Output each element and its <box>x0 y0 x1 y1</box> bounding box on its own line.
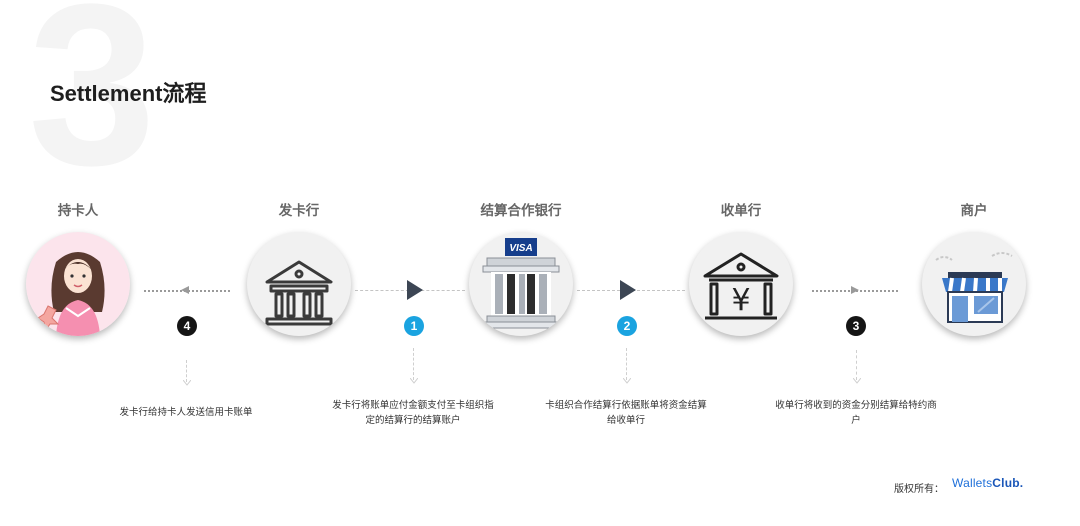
storefront-icon <box>922 232 1026 336</box>
arrow-down-icon <box>183 380 191 386</box>
leader-line <box>856 350 857 380</box>
leader-line <box>186 360 187 382</box>
step-2-description: 卡组织合作结算行依据账单将资金结算给收单行 <box>545 400 707 426</box>
background-step-number: 3 <box>28 0 156 213</box>
step-badge-1: 1 <box>404 316 424 336</box>
step-4-description: 发卡行给持卡人发送信用卡账单 <box>119 407 253 418</box>
arrow-right-icon <box>407 280 423 300</box>
page-title: Settlement流程 <box>50 81 207 106</box>
node-label-merchant: 商户 <box>960 203 988 218</box>
visa-bank-icon: VISA <box>469 232 573 336</box>
copyright-label: 版权所有： <box>894 484 944 495</box>
leader-line <box>413 348 414 380</box>
yen-bank-icon: ¥ <box>689 232 793 336</box>
arrow-down-icon <box>853 378 861 384</box>
leader-line <box>626 348 627 380</box>
node-label-cardholder: 持卡人 <box>57 203 99 218</box>
step-3-description: 收单行将收到的资金分别结算给特约商户 <box>775 400 937 426</box>
arrow-right-small-icon <box>851 286 859 294</box>
logo-text-club: Club. <box>992 476 1024 490</box>
arrow-right-icon <box>620 280 636 300</box>
bank-building-icon <box>247 232 351 336</box>
step-badge-4: 4 <box>177 316 197 336</box>
cardholder-avatar-icon <box>26 232 130 336</box>
node-label-issuer: 发卡行 <box>278 203 320 218</box>
arrow-down-icon <box>410 378 418 384</box>
logo-text-wallets: Wallets <box>952 476 993 490</box>
wallets-club-logo: WalletsClub. <box>952 476 1023 490</box>
step-1-description: 发卡行将账单应付金额支付至卡组织指定的结算行的结算账户 <box>332 400 494 426</box>
node-label-settlement-bank: 结算合作银行 <box>480 203 562 218</box>
arrow-left-icon <box>181 286 189 294</box>
yen-symbol: ¥ <box>731 283 750 318</box>
arrow-down-icon <box>623 378 631 384</box>
step-badge-3: 3 <box>846 316 866 336</box>
step-badge-2: 2 <box>617 316 637 336</box>
node-label-acquirer: 收单行 <box>720 203 762 218</box>
visa-badge-text: VISA <box>509 243 532 254</box>
